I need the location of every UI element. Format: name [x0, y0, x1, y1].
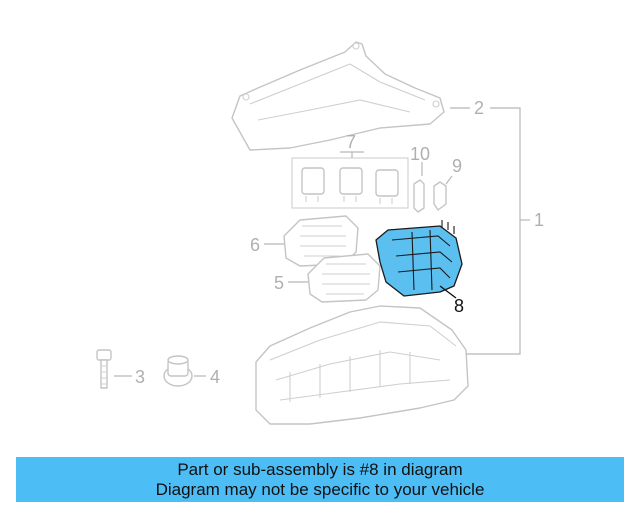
callout-6: 6: [250, 235, 260, 255]
callout-5: 5: [274, 273, 284, 293]
part-9-clip[interactable]: [433, 181, 447, 211]
part-8-relay-box[interactable]: [375, 220, 463, 297]
part-5-fuse-block[interactable]: [307, 253, 381, 303]
callout-2: 2: [474, 98, 484, 118]
part-2-cover[interactable]: [231, 41, 445, 151]
callout-7: 7: [346, 132, 356, 152]
callout-8: 8: [454, 296, 464, 316]
part-3-bolt[interactable]: [96, 349, 112, 389]
callout-1: 1: [534, 210, 544, 230]
part-6-fuse-block[interactable]: [283, 215, 359, 267]
callout-4: 4: [210, 367, 220, 387]
callout-3: 3: [135, 367, 145, 387]
leader-lines: [114, 107, 530, 377]
part-10-fuse[interactable]: [413, 179, 425, 213]
part-1-lower-housing[interactable]: [255, 305, 469, 425]
part-7-relays[interactable]: [291, 157, 409, 209]
info-banner: Part or sub-assembly is #8 in diagram Di…: [16, 457, 624, 502]
banner-line-2: Diagram may not be specific to your vehi…: [155, 480, 485, 499]
parts-diagram: 1 2 3 4 5 6 7 8 9 10: [96, 41, 544, 425]
banner-line-1: Part or sub-assembly is #8 in diagram: [177, 460, 463, 479]
callout-10: 10: [410, 144, 430, 164]
part-4-grommet[interactable]: [163, 355, 193, 387]
callout-9: 9: [452, 156, 462, 176]
